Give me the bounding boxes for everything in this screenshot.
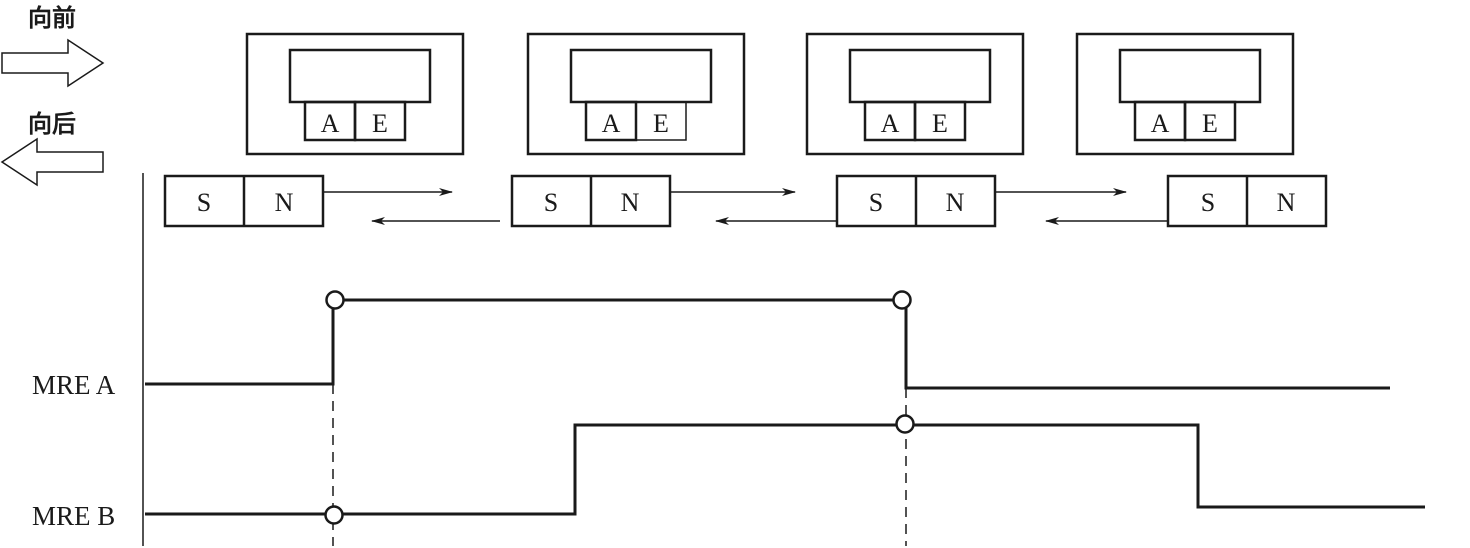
sensor-e-label: E (372, 109, 388, 138)
mre-a-label: MRE A (32, 370, 116, 400)
transition-marker (325, 290, 345, 310)
magnet-s-label: S (544, 188, 558, 217)
sensor-3: A E (805, 32, 1025, 156)
mre-a-waveform (145, 298, 1390, 390)
sensor-e-label: E (653, 109, 669, 138)
transition-marker (892, 290, 912, 310)
backward-label: 向后 (28, 110, 76, 138)
magnet-2: S N (510, 174, 672, 228)
mre-b-label: MRE B (32, 501, 115, 531)
magnet-s-label: S (197, 188, 211, 217)
magnet-3: S N (835, 174, 997, 228)
sensor-2: A E (526, 32, 746, 156)
sensor-a-label: A (321, 109, 340, 138)
forward-arrow-icon (1, 38, 105, 88)
sensor-a-label: A (602, 109, 621, 138)
magnet-n-label: N (1277, 188, 1296, 217)
magnet-1: S N (163, 174, 325, 228)
magnet-s-label: S (1201, 188, 1215, 217)
magnet-4: S N (1166, 174, 1328, 228)
sensor-a-label: A (1151, 109, 1170, 138)
mre-b-waveform (145, 423, 1425, 516)
sensor-4: A E (1075, 32, 1295, 156)
magnet-s-label: S (869, 188, 883, 217)
backward-arrow-icon (0, 137, 104, 187)
forward-label: 向前 (28, 4, 76, 32)
magnet-n-label: N (946, 188, 965, 217)
transition-marker (895, 414, 915, 434)
magnet-n-label: N (275, 188, 294, 217)
sensor-a-label: A (881, 109, 900, 138)
sensor-e-label: E (932, 109, 948, 138)
transition-marker (324, 505, 344, 525)
magnet-n-label: N (621, 188, 640, 217)
sensor-e-label: E (1202, 109, 1218, 138)
sensor-1: A E (245, 32, 465, 156)
